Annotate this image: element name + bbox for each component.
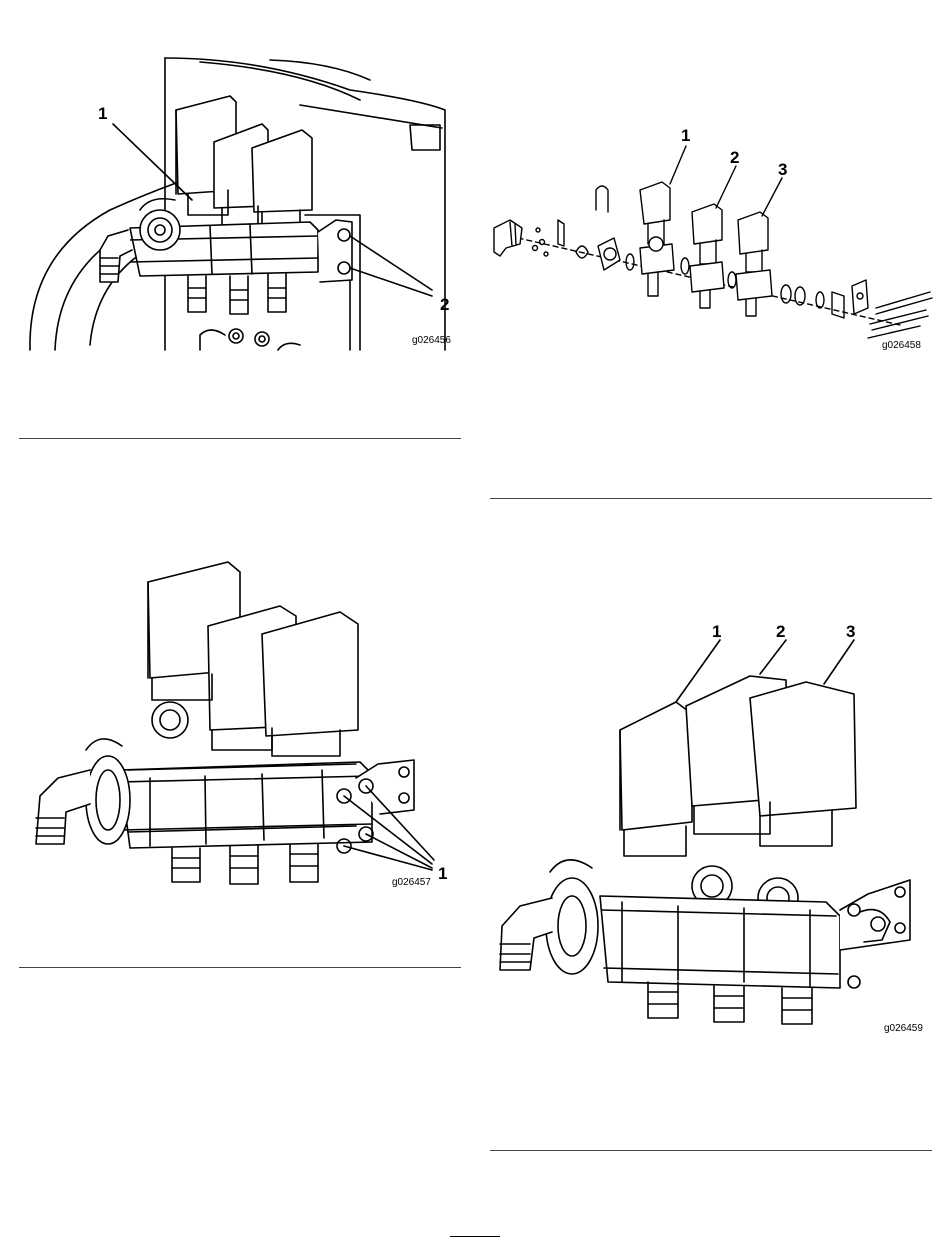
- valve-mounted-illustration: [0, 0, 470, 360]
- callout-3: 3: [778, 161, 787, 178]
- figure-id: g026459: [884, 1024, 923, 1034]
- callout-2: 2: [776, 623, 785, 640]
- figure-valve-mounted: 1 2 g026456: [0, 0, 470, 360]
- callout-2: 2: [730, 149, 739, 166]
- callout-1: 1: [438, 865, 447, 882]
- valve-bolts-illustration: [0, 550, 470, 900]
- figure-valve-bolts: 1 g026457: [0, 550, 470, 900]
- callout-1: 1: [98, 105, 107, 122]
- section-divider: [19, 967, 461, 968]
- valve-numbered-illustration: [480, 610, 940, 1040]
- valve-exploded-illustration: [480, 120, 940, 360]
- figure-id: g026457: [392, 878, 431, 888]
- callout-1: 1: [681, 127, 690, 144]
- figure-id: g026458: [882, 341, 921, 351]
- figure-id: g026456: [412, 336, 451, 346]
- section-divider: [490, 498, 932, 499]
- callout-1: 1: [712, 623, 721, 640]
- figure-valve-exploded: 1 2 3 g026458: [480, 120, 940, 360]
- section-divider: [19, 438, 461, 439]
- section-divider: [490, 1150, 932, 1151]
- page-number-underline: [450, 1236, 500, 1237]
- figure-valve-numbered: 1 2 3 g026459: [480, 610, 940, 1040]
- callout-3: 3: [846, 623, 855, 640]
- callout-2: 2: [440, 296, 449, 313]
